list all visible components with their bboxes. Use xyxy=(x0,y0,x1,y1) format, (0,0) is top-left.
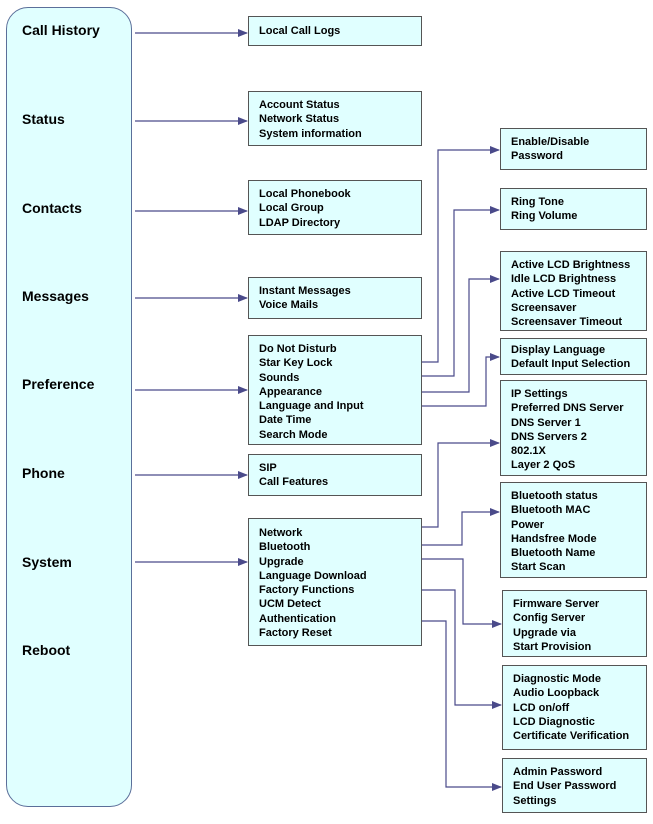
option-upgrade-via[interactable]: Upgrade via xyxy=(513,626,576,639)
network-options: IP Settings Preferred DNS Server DNS Ser… xyxy=(500,380,647,476)
option-active-lcd-brightness[interactable]: Active LCD Brightness xyxy=(511,259,631,271)
submenu-item-search-mode[interactable]: Search Mode xyxy=(259,428,328,441)
arrow-star-key-lock xyxy=(422,146,500,363)
submenu-item-sip[interactable]: SIP xyxy=(259,462,277,474)
submenu-item-date-time[interactable]: Date Time xyxy=(259,414,312,427)
option-end-user-password[interactable]: End User Password xyxy=(513,780,617,793)
submenu-item-voice-mails[interactable]: Voice Mails xyxy=(259,299,319,312)
option-screensaver-timeout[interactable]: Screensaver Timeout xyxy=(511,316,623,329)
option-preferred-dns-server[interactable]: Preferred DNS Server xyxy=(511,402,624,415)
appearance-options: Active LCD Brightness Idle LCD Brightnes… xyxy=(500,251,647,331)
submenu-item-authentication[interactable]: Authentication xyxy=(259,612,336,625)
arrow-network xyxy=(422,439,500,528)
password-options: Enable/Disable Password xyxy=(500,128,647,170)
call-history-submenu: Local Call Logs xyxy=(248,16,422,46)
option-bluetooth-status[interactable]: Bluetooth status xyxy=(511,490,598,502)
submenu-item-system-information[interactable]: System information xyxy=(259,127,362,140)
system-submenu: Network Bluetooth Upgrade Language Downl… xyxy=(248,518,422,646)
option-idle-lcd-brightness[interactable]: Idle LCD Brightness xyxy=(511,273,617,286)
arrow-bluetooth xyxy=(422,508,500,546)
option-dns-servers-2[interactable]: DNS Servers 2 xyxy=(511,430,587,443)
option-bluetooth-mac[interactable]: Bluetooth MAC xyxy=(511,504,591,517)
option-diagnostic-mode[interactable]: Diagnostic Mode xyxy=(513,673,602,685)
option-lcd-diagnostic[interactable]: LCD Diagnostic xyxy=(513,715,595,728)
option-screensaver[interactable]: Screensaver xyxy=(511,301,577,314)
submenu-item-account-status[interactable]: Account Status xyxy=(259,99,340,111)
option-settings[interactable]: Settings xyxy=(513,794,557,807)
option-dns-server-1[interactable]: DNS Server 1 xyxy=(511,416,581,429)
submenu-item-bluetooth[interactable]: Bluetooth xyxy=(259,541,311,554)
submenu-item-local-phonebook[interactable]: Local Phonebook xyxy=(259,188,351,200)
option-default-input-selection[interactable]: Default Input Selection xyxy=(511,358,631,371)
option-config-server[interactable]: Config Server xyxy=(513,612,586,625)
main-menu-panel xyxy=(6,7,132,807)
arrow-upgrade xyxy=(422,558,502,628)
submenu-item-ldap-directory[interactable]: LDAP Directory xyxy=(259,216,341,229)
option-ring-tone[interactable]: Ring Tone xyxy=(511,196,564,208)
arrow-authentication xyxy=(422,620,502,791)
option-enable-disable[interactable]: Enable/Disable xyxy=(511,136,590,148)
upgrade-options: Firmware Server Config Server Upgrade vi… xyxy=(502,590,647,657)
option-bluetooth-name[interactable]: Bluetooth Name xyxy=(511,547,596,560)
submenu-item-network-status[interactable]: Network Status xyxy=(259,113,340,126)
menu-item-status[interactable]: Status xyxy=(22,111,65,127)
submenu-item-sounds[interactable]: Sounds xyxy=(259,371,300,384)
preference-submenu: Do Not Disturb Star Key Lock Sounds Appe… xyxy=(248,335,422,445)
option-display-language[interactable]: Display Language xyxy=(511,344,606,356)
arrow-appearance xyxy=(422,275,500,393)
arrow-language-input xyxy=(422,353,500,407)
arrow-factory-functions xyxy=(422,589,502,709)
submenu-item-ucm-detect[interactable]: UCM Detect xyxy=(259,598,321,611)
option-start-scan[interactable]: Start Scan xyxy=(511,561,566,574)
status-submenu: Account Status Network Status System inf… xyxy=(248,91,422,146)
language-input-options: Display Language Default Input Selection xyxy=(500,338,647,375)
factory-functions-options: Diagnostic Mode Audio Loopback LCD on/of… xyxy=(502,665,647,750)
option-password[interactable]: Password xyxy=(511,150,563,163)
option-ip-settings[interactable]: IP Settings xyxy=(511,388,568,400)
submenu-item-appearance[interactable]: Appearance xyxy=(259,385,322,398)
submenu-item-language-download[interactable]: Language Download xyxy=(259,569,367,582)
option-audio-loopback[interactable]: Audio Loopback xyxy=(513,687,600,700)
phone-submenu: SIP Call Features xyxy=(248,454,422,496)
option-layer-2-qos[interactable]: Layer 2 QoS xyxy=(511,459,576,472)
menu-item-preference[interactable]: Preference xyxy=(22,376,95,392)
option-handsfree-mode[interactable]: Handsfree Mode xyxy=(511,532,597,545)
menu-item-messages[interactable]: Messages xyxy=(22,288,89,304)
submenu-item-do-not-disturb[interactable]: Do Not Disturb xyxy=(259,343,337,355)
option-firmware-server[interactable]: Firmware Server xyxy=(513,598,600,610)
option-start-provision[interactable]: Start Provision xyxy=(513,640,592,653)
contacts-submenu: Local Phonebook Local Group LDAP Directo… xyxy=(248,180,422,235)
option-power[interactable]: Power xyxy=(511,518,545,531)
submenu-item-instant-messages[interactable]: Instant Messages xyxy=(259,285,351,297)
menu-item-phone[interactable]: Phone xyxy=(22,465,65,481)
submenu-item-local-group[interactable]: Local Group xyxy=(259,202,324,215)
messages-submenu: Instant Messages Voice Mails xyxy=(248,277,422,319)
menu-item-reboot[interactable]: Reboot xyxy=(22,642,71,658)
option-ring-volume[interactable]: Ring Volume xyxy=(511,210,578,223)
menu-item-call-history[interactable]: Call History xyxy=(22,22,100,38)
option-active-lcd-timeout[interactable]: Active LCD Timeout xyxy=(511,287,616,300)
submenu-item-call-features[interactable]: Call Features xyxy=(259,476,329,489)
option-certificate-verification[interactable]: Certificate Verification xyxy=(513,730,630,743)
menu-item-system[interactable]: System xyxy=(22,554,72,570)
menu-item-contacts[interactable]: Contacts xyxy=(22,200,82,216)
option-admin-password[interactable]: Admin Password xyxy=(513,766,603,778)
authentication-options: Admin Password End User Password Setting… xyxy=(502,758,647,813)
submenu-item-factory-reset[interactable]: Factory Reset xyxy=(259,627,332,640)
submenu-item-language-and-input[interactable]: Language and Input xyxy=(259,400,364,413)
arrow-sounds xyxy=(422,206,500,377)
submenu-item-local-call-logs[interactable]: Local Call Logs xyxy=(259,25,341,37)
bluetooth-options: Bluetooth status Bluetooth MAC Power Han… xyxy=(500,482,647,578)
submenu-item-upgrade[interactable]: Upgrade xyxy=(259,555,304,568)
submenu-item-network[interactable]: Network xyxy=(259,527,303,539)
option-802-1x[interactable]: 802.1X xyxy=(511,445,546,458)
submenu-item-star-key-lock[interactable]: Star Key Lock xyxy=(259,357,333,370)
sounds-options: Ring Tone Ring Volume xyxy=(500,188,647,230)
option-lcd-on-off[interactable]: LCD on/off xyxy=(513,701,570,714)
submenu-item-factory-functions[interactable]: Factory Functions xyxy=(259,584,355,597)
